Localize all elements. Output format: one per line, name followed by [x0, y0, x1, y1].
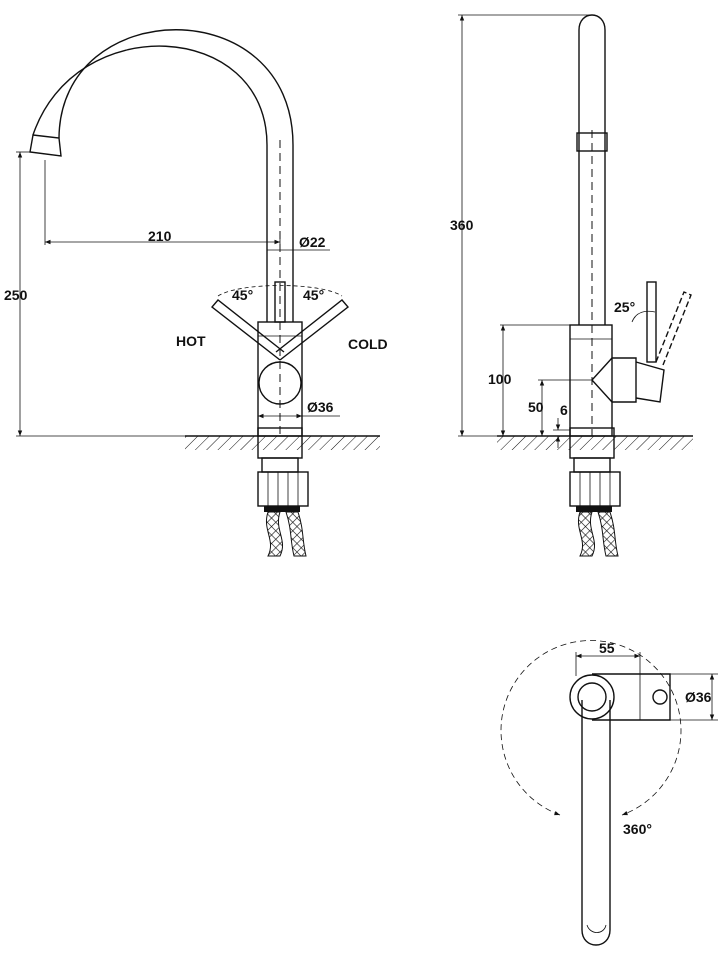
top-dimensions: [575, 652, 718, 721]
side-handle-angle-label: 25°: [614, 299, 635, 315]
side-view: 360 25° 100 50 6: [450, 14, 693, 557]
side-hoses: [578, 511, 619, 557]
side-base-gap-label: 6: [560, 402, 568, 418]
label-cold: COLD: [348, 336, 388, 352]
side-dimensions: [458, 14, 592, 448]
side-fitting: [569, 427, 621, 512]
top-spout: [581, 700, 611, 946]
side-lever-height-label: 50: [528, 399, 544, 415]
top-view: 55 Ø36 360°: [500, 640, 718, 946]
front-spout-diameter-label: Ø22: [299, 234, 326, 250]
side-handle: [631, 281, 692, 366]
top-body: [569, 673, 671, 721]
front-body: [257, 281, 303, 437]
side-body-height-label: 100: [488, 371, 512, 387]
side-total-height-label: 360: [450, 217, 474, 233]
front-spout: [29, 29, 294, 436]
front-angle-right-label: 45°: [303, 287, 324, 303]
top-diameter-label: Ø36: [685, 689, 712, 705]
front-height-label: 250: [4, 287, 28, 303]
top-width-label: 55: [599, 640, 615, 656]
front-angle-left-label: 45°: [232, 287, 253, 303]
side-spout: [576, 14, 608, 436]
front-countertop: [185, 435, 380, 450]
side-body: [569, 324, 665, 437]
front-view: 210 Ø22 250 45° 45° HOT COLD Ø36: [4, 29, 388, 557]
front-body-diameter-label: Ø36: [307, 399, 334, 415]
front-dimensions: [16, 151, 340, 437]
label-hot: HOT: [176, 333, 206, 349]
top-rotation-label: 360°: [623, 821, 652, 837]
front-hoses: [266, 511, 307, 557]
front-fitting: [257, 427, 309, 512]
front-reach-label: 210: [148, 228, 172, 244]
front-handles: [210, 285, 350, 361]
side-countertop: [497, 435, 693, 450]
